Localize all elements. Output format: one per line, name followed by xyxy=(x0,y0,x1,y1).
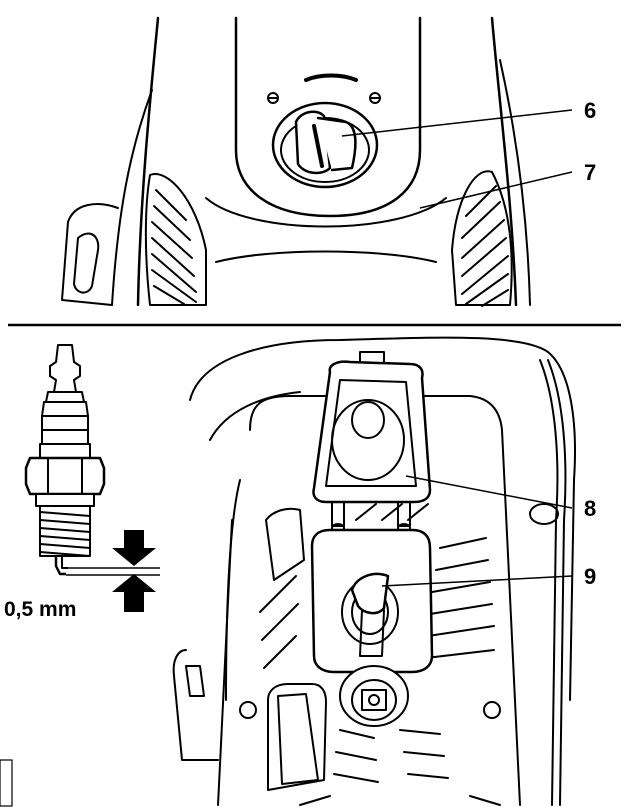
gap-arrows xyxy=(112,530,156,612)
callout-6: 6 xyxy=(584,98,596,123)
spark-plug-illustration xyxy=(24,344,106,576)
leader-lines-top xyxy=(341,109,573,209)
callout-7: 7 xyxy=(584,160,596,185)
page-corner-mark xyxy=(0,759,13,807)
leader-lines-bottom xyxy=(381,475,573,587)
callout-9: 9 xyxy=(584,564,596,589)
bottom-panel-open-housing xyxy=(172,336,576,806)
callout-8: 8 xyxy=(584,496,596,521)
spark-plug-gap-label: 0,5 mm xyxy=(4,598,76,621)
top-panel-engine-cover xyxy=(61,16,531,307)
